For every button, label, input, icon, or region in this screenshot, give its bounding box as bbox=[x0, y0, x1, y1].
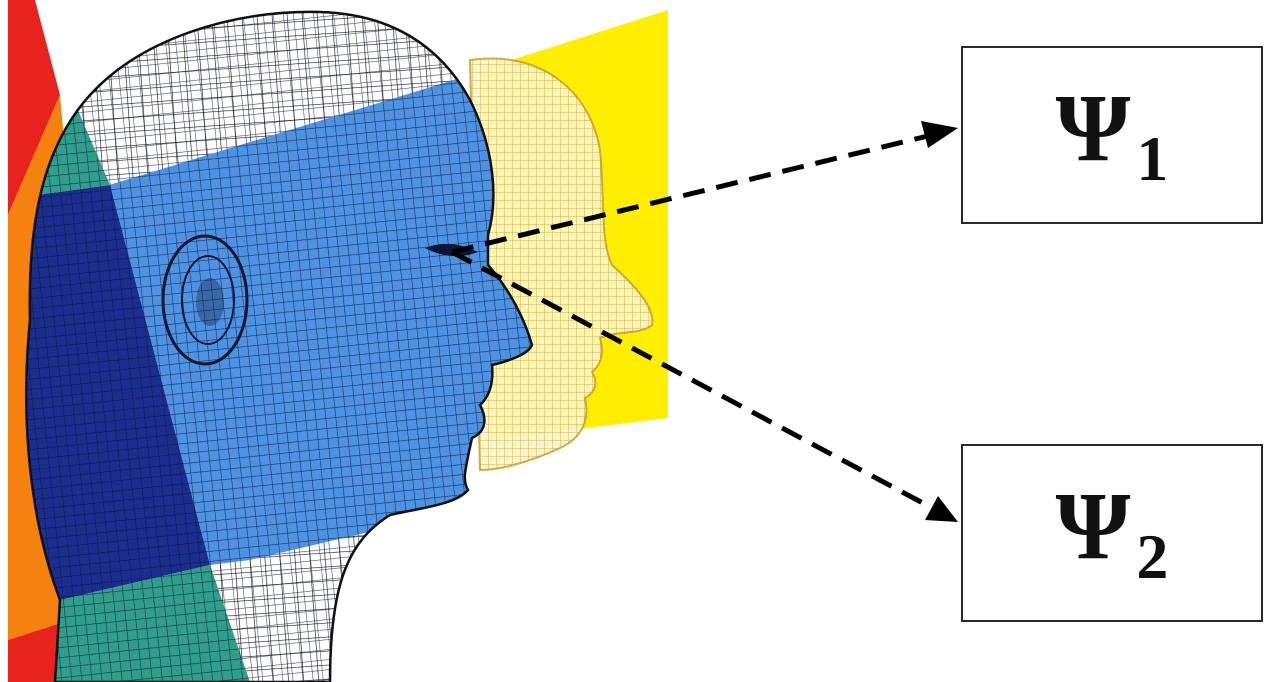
psi-1-subscript: 1 bbox=[1136, 123, 1168, 194]
psi-2-box: Ψ2 bbox=[961, 444, 1263, 622]
psi-2-label: Ψ2 bbox=[1056, 478, 1169, 589]
arrowhead-lower bbox=[925, 496, 958, 522]
psi-2-symbol: Ψ bbox=[1056, 472, 1131, 579]
arrowhead-upper bbox=[921, 121, 958, 148]
psi-1-box: Ψ1 bbox=[961, 46, 1263, 224]
psi-2-subscript: 2 bbox=[1136, 521, 1168, 592]
psi-1-label: Ψ1 bbox=[1056, 80, 1169, 191]
psi-1-symbol: Ψ bbox=[1056, 74, 1131, 181]
